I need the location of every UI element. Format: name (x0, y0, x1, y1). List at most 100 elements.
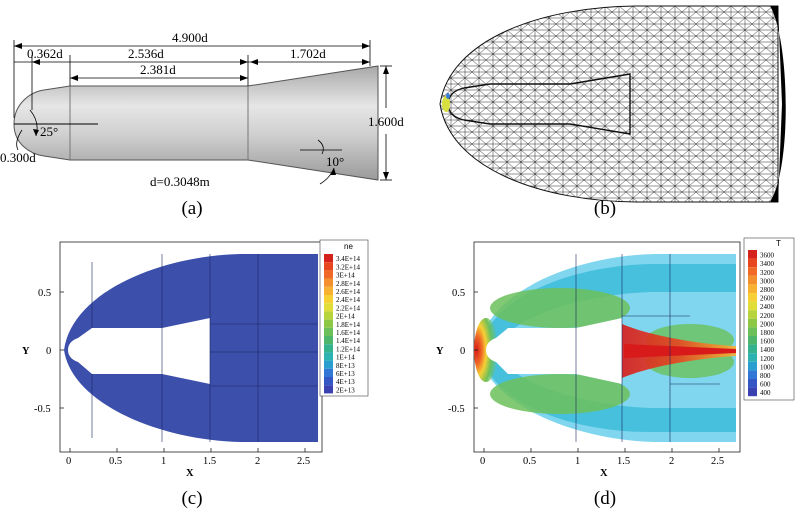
legend-swatch (324, 377, 333, 386)
legend-swatch (324, 385, 333, 394)
dim-flare: 1.702d (290, 46, 326, 61)
y-tick-2: -0.5 (448, 404, 465, 415)
legend-label: 4E+13 (336, 378, 355, 386)
dim-to-flare: 2.536d (128, 46, 164, 61)
legend-label: 1.8E+14 (336, 321, 360, 329)
legend-title: T (776, 239, 781, 248)
legend-title: ne (344, 242, 353, 251)
legend-swatch (748, 284, 757, 293)
temperature-plot: 0 0.5 1 1.5 2 2.5 0.5 0 -0.5 X Y T 36003… (436, 237, 795, 479)
legend-label: 3600 (760, 252, 775, 260)
legend-swatch (748, 301, 757, 311)
legend-label: 2E+14 (336, 313, 355, 321)
caption-c: (c) (181, 488, 203, 509)
reference-length: d=0.3048m (150, 174, 210, 189)
legend-label: 3.2E+14 (336, 263, 360, 271)
x-tick-4: 2 (255, 456, 260, 467)
legend-label: 6E+13 (336, 370, 355, 378)
dim-cylinder: 2.381d (140, 62, 176, 77)
dim-nose-angle: 25° (40, 124, 58, 139)
legend-swatch (324, 278, 333, 287)
legend-label: 800 (760, 372, 771, 380)
caption-b: (b) (593, 198, 617, 219)
dim-nose: 0.362d (27, 46, 63, 61)
nose-spot (442, 96, 450, 112)
legend-label: 1600 (760, 338, 775, 346)
legend-swatch (324, 352, 333, 361)
legend-swatch (748, 318, 757, 328)
x-tick-5: 2.5 (297, 456, 310, 467)
legend-swatch (748, 361, 757, 371)
legend-label: 3200 (760, 269, 775, 277)
legend-label: 2600 (760, 295, 775, 303)
y-tick-1: 0 (460, 346, 465, 357)
y-tick-1: 0 (46, 346, 51, 357)
legend-swatch (324, 319, 333, 328)
mesh-outflow-boundary (770, 6, 786, 202)
cone-cylinder-flare-body (13, 65, 379, 181)
caption-d: (d) (593, 488, 617, 509)
legend-swatch (324, 311, 333, 320)
legend-label: 2.6E+14 (336, 288, 360, 296)
x-tick-1: 0.5 (523, 456, 536, 467)
legend-label: 1200 (760, 355, 775, 363)
legend-swatch (324, 262, 333, 271)
x-axis-label: X (600, 468, 608, 479)
legend-label: 1800 (760, 329, 775, 337)
legend-d: 3600340032003000280026002400220020001800… (748, 250, 775, 397)
legend-label: 400 (760, 389, 771, 397)
x-tick-2: 1 (161, 456, 166, 467)
x-tick-0: 0 (66, 456, 71, 467)
legend-label: 2000 (760, 320, 775, 328)
legend-label: 2.8E+14 (336, 280, 360, 288)
legend-swatch (748, 250, 757, 259)
panel-a-geometry: 4.900d 0.362d 2.536d 1.702d 2.381d 1.600… (0, 0, 404, 225)
legend-swatch (324, 344, 333, 353)
dim-base-diameter: 1.600d (368, 114, 404, 129)
legend-label: 2200 (760, 312, 775, 320)
legend-swatch (748, 387, 757, 397)
legend-swatch (748, 370, 757, 379)
legend-swatch (748, 310, 757, 319)
legend-label: 3.4E+14 (336, 255, 360, 263)
legend-label: 2400 (760, 303, 775, 311)
legend-swatch (748, 344, 757, 354)
x-axis-label: X (186, 468, 194, 479)
legend-swatch (324, 327, 333, 336)
legend-swatch (748, 267, 757, 276)
body-cutout (68, 318, 210, 384)
legend-swatch (748, 327, 757, 336)
density-plot: 0 0.5 1 1.5 2 2.5 0.5 0 -0.5 X Y ne 3.4E… (22, 239, 369, 479)
x-tick-3: 1.5 (617, 456, 630, 467)
legend-swatch (748, 275, 757, 285)
legend-label: 3E+14 (336, 272, 355, 280)
legend-swatch (324, 286, 333, 295)
panel-b-mesh (430, 0, 800, 225)
dim-flare-angle: 10° (326, 154, 344, 169)
y-tick-2: -0.5 (34, 404, 51, 415)
legend-swatch (748, 336, 757, 345)
legend-label: 1E+14 (336, 354, 355, 362)
legend-swatch (748, 353, 757, 362)
legend-label: 1.6E+14 (336, 329, 360, 337)
legend-swatch (324, 360, 333, 369)
caption-a: (a) (181, 198, 203, 219)
legend-label: 1400 (760, 346, 775, 354)
legend-swatch (324, 270, 333, 279)
legend-swatch (324, 368, 333, 377)
legend-swatch (324, 254, 333, 263)
legend-swatch (748, 258, 757, 268)
geometry-drawing: 4.900d 0.362d 2.536d 1.702d 2.381d 1.600… (0, 30, 404, 189)
x-tick-4: 2 (669, 456, 674, 467)
legend-swatch (324, 295, 333, 304)
x-tick-5: 2.5 (711, 456, 724, 467)
x-tick-3: 1.5 (203, 456, 216, 467)
legend-label: 2800 (760, 286, 775, 294)
dim-nose-radius: 0.300d (0, 150, 36, 165)
legend-label: 2E+13 (336, 386, 355, 394)
y-axis-label: Y (436, 346, 444, 357)
y-tick-0: 0.5 (452, 288, 465, 299)
x-tick-0: 0 (480, 456, 485, 467)
mesh-drawing (439, 5, 786, 203)
